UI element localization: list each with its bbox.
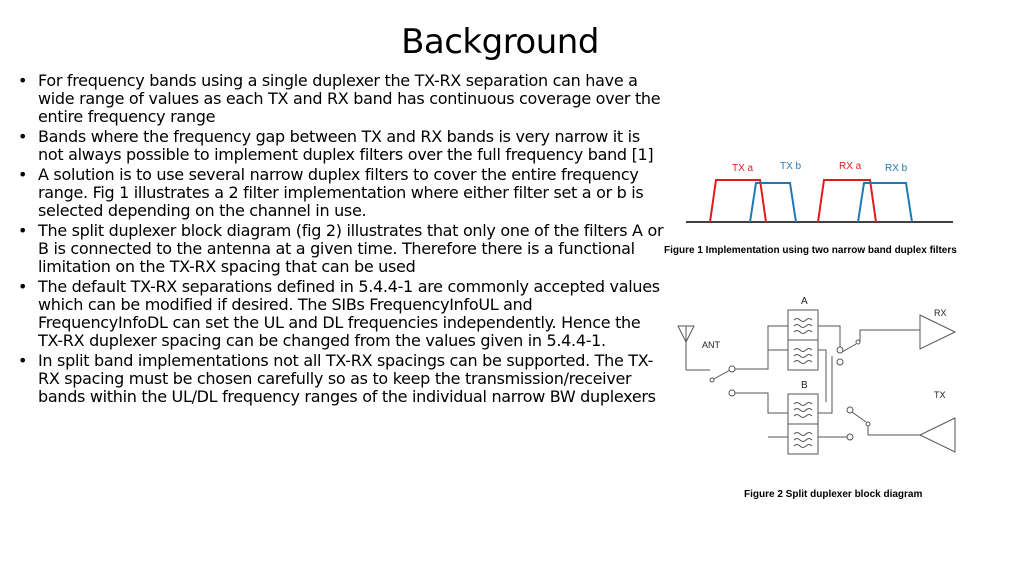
filter-b-label: B — [801, 380, 808, 391]
figure1-band-diagram: TX a TX b RX a RX b — [686, 161, 953, 223]
bullet-item: The split duplexer block diagram (fig 2)… — [16, 222, 664, 276]
bullet-item: A solution is to use several narrow dupl… — [16, 166, 664, 220]
rx-a-label: RX a — [839, 161, 862, 172]
tx-a-filter-shape — [709, 179, 767, 223]
rx-a-filter-shape — [817, 179, 877, 223]
bullet-item: Bands where the frequency gap between TX… — [16, 128, 664, 164]
filter-a-label: A — [801, 296, 808, 307]
tx-b-label: TX b — [780, 161, 802, 172]
rx-b-label: RX b — [885, 163, 908, 174]
figure2-caption: Figure 2 Split duplexer block diagram — [744, 489, 923, 500]
tx-b-filter-shape — [749, 182, 797, 223]
filter-a-block — [787, 309, 819, 371]
tx-a-label: TX a — [732, 163, 754, 174]
rx-label: RX — [934, 308, 947, 318]
figure1-caption: Figure 1 Implementation using two narrow… — [664, 245, 957, 256]
rx-b-filter-shape — [857, 182, 913, 223]
filter-b-block — [787, 393, 819, 455]
figure2-block-diagram: A B ANT RX TX — [677, 296, 957, 455]
antenna-icon — [677, 325, 695, 370]
rx-amplifier-icon — [919, 314, 957, 350]
antenna-label: ANT — [702, 340, 721, 350]
slide-title: Background — [401, 22, 599, 62]
tx-label: TX — [934, 390, 946, 400]
tx-amplifier-icon — [918, 417, 956, 453]
bullet-item: The default TX-RX separations defined in… — [16, 278, 664, 350]
bullet-item: For frequency bands using a single duple… — [16, 72, 664, 126]
bullet-item: In split band implementations not all TX… — [16, 352, 664, 406]
bullet-list: For frequency bands using a single duple… — [16, 72, 664, 408]
